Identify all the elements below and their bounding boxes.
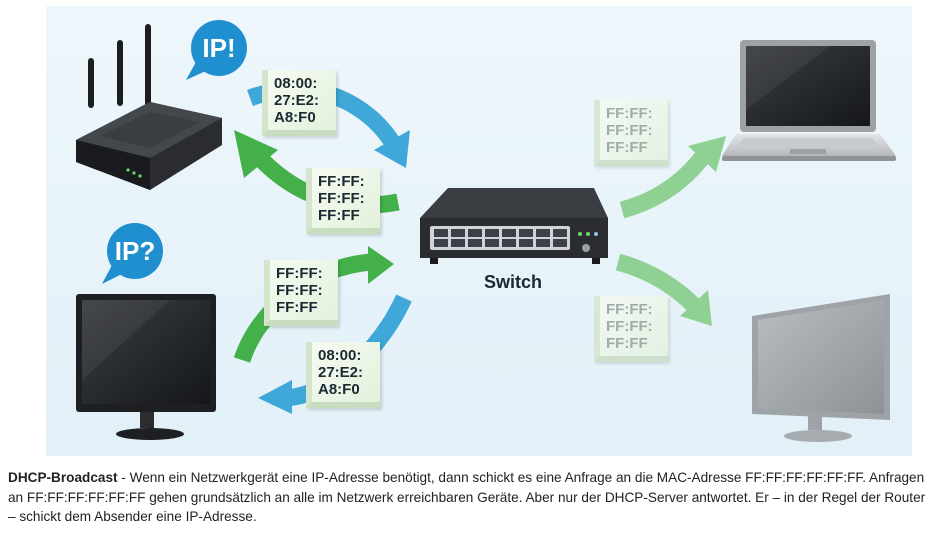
packet-to-pc: 08:00: 27:E2: A8:F0: [306, 342, 380, 408]
packet-to-router: FF:FF: FF:FF: FF:FF: [306, 168, 380, 234]
packet-pc-to-switch: FF:FF: FF:FF: FF:FF: [264, 260, 338, 326]
switch-icon: [420, 188, 608, 264]
caption-text: - Wenn ein Netzwerkgerät eine IP-Adresse…: [8, 470, 926, 524]
packet-router-mac: 08:00: 27:E2: A8:F0: [262, 70, 336, 136]
caption: DHCP-Broadcast - Wenn ein Netzwerkgerät …: [8, 468, 930, 527]
switch-label: Switch: [484, 272, 543, 292]
packet-to-monitor: FF:FF: FF:FF: FF:FF: [594, 296, 668, 362]
laptop-icon: [722, 40, 896, 161]
speech-bubble-pc: IP?: [102, 223, 163, 284]
diagram-canvas: IP! IP?: [46, 6, 912, 456]
monitor-right-icon: [752, 294, 890, 442]
bubble-pc-text: IP?: [115, 236, 155, 266]
monitor-left-icon: [76, 294, 216, 440]
caption-title: DHCP-Broadcast: [8, 470, 118, 485]
arrow-switch-to-laptop: [619, 147, 713, 219]
speech-bubble-router: IP!: [186, 20, 247, 80]
packet-to-laptop: FF:FF: FF:FF: FF:FF: [594, 100, 668, 166]
dhcp-diagram: IP! IP?: [46, 6, 912, 456]
router-icon: [76, 24, 222, 190]
bubble-router-text: IP!: [202, 33, 235, 63]
